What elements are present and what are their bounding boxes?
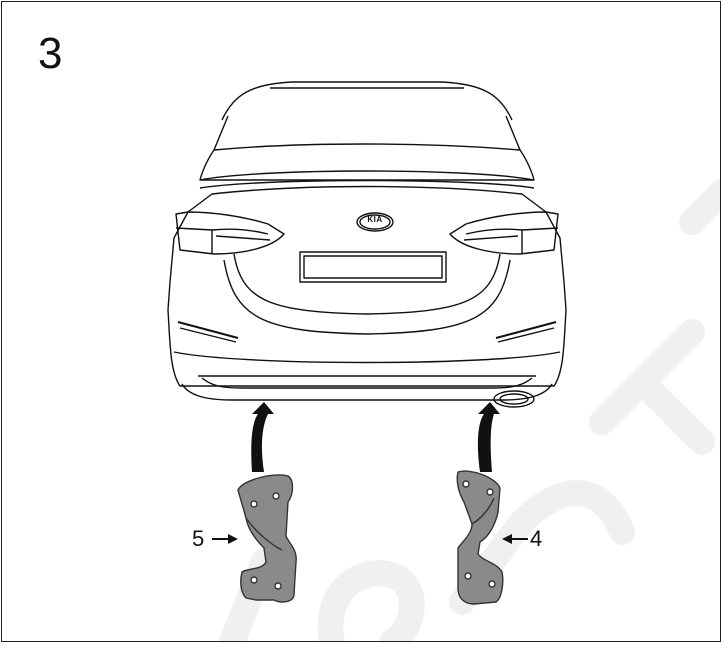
step-number: 3	[38, 29, 63, 78]
callout-label-left: 5	[192, 526, 205, 551]
curved-arrow-up-icon	[251, 402, 274, 472]
callout-label-right: 4	[530, 526, 543, 551]
bracket-right	[456, 470, 504, 605]
car-badge: KIA	[367, 215, 383, 224]
arrow-right-icon	[212, 534, 238, 544]
arrow-left-icon	[502, 534, 528, 544]
bracket-left	[237, 474, 297, 603]
curved-arrow-up-icon	[477, 402, 500, 472]
car-rear-view	[167, 81, 567, 408]
